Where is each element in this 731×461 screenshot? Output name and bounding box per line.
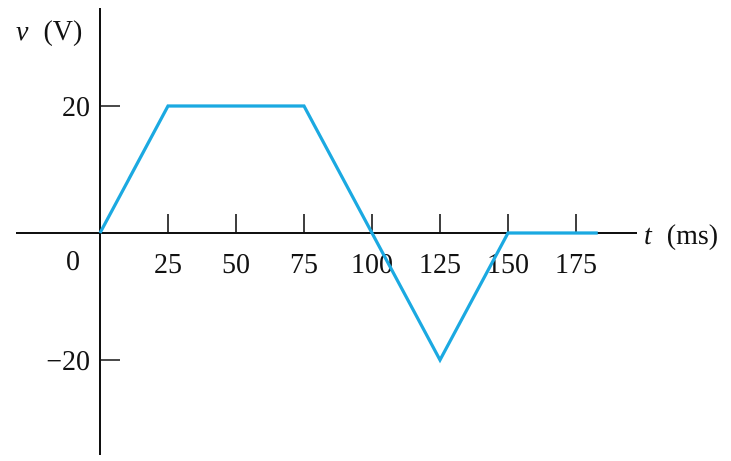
x-ticks: 25 50 75 100 125 150 175 [154,214,597,280]
y-tick-label: −20 [46,346,90,377]
x-tick-label: 75 [290,249,318,280]
series-line [98,104,598,364]
y-ticks: 20 −20 [46,92,120,377]
series-group [98,104,598,364]
x-axis-label-text: t (ms) [644,220,718,251]
x-tick-label: 150 [487,249,529,280]
y-tick-label: 20 [62,92,90,123]
x-axis-symbol: t [644,220,653,251]
x-tick-label: 175 [555,249,597,280]
y-axis-label-text: v (V) [16,16,82,47]
x-axis-label: t (ms) [644,220,718,251]
x-tick-label: 125 [419,249,461,280]
origin-label: 0 [66,246,80,277]
x-tick-label: 100 [351,249,393,280]
x-axis-unit: (ms) [667,220,718,251]
y-axis-label: v (V) [16,16,82,47]
x-tick-label: 25 [154,249,182,280]
x-tick-label: 50 [222,249,250,280]
y-axis-symbol: v [16,16,29,47]
y-axis-unit: (V) [43,16,82,47]
